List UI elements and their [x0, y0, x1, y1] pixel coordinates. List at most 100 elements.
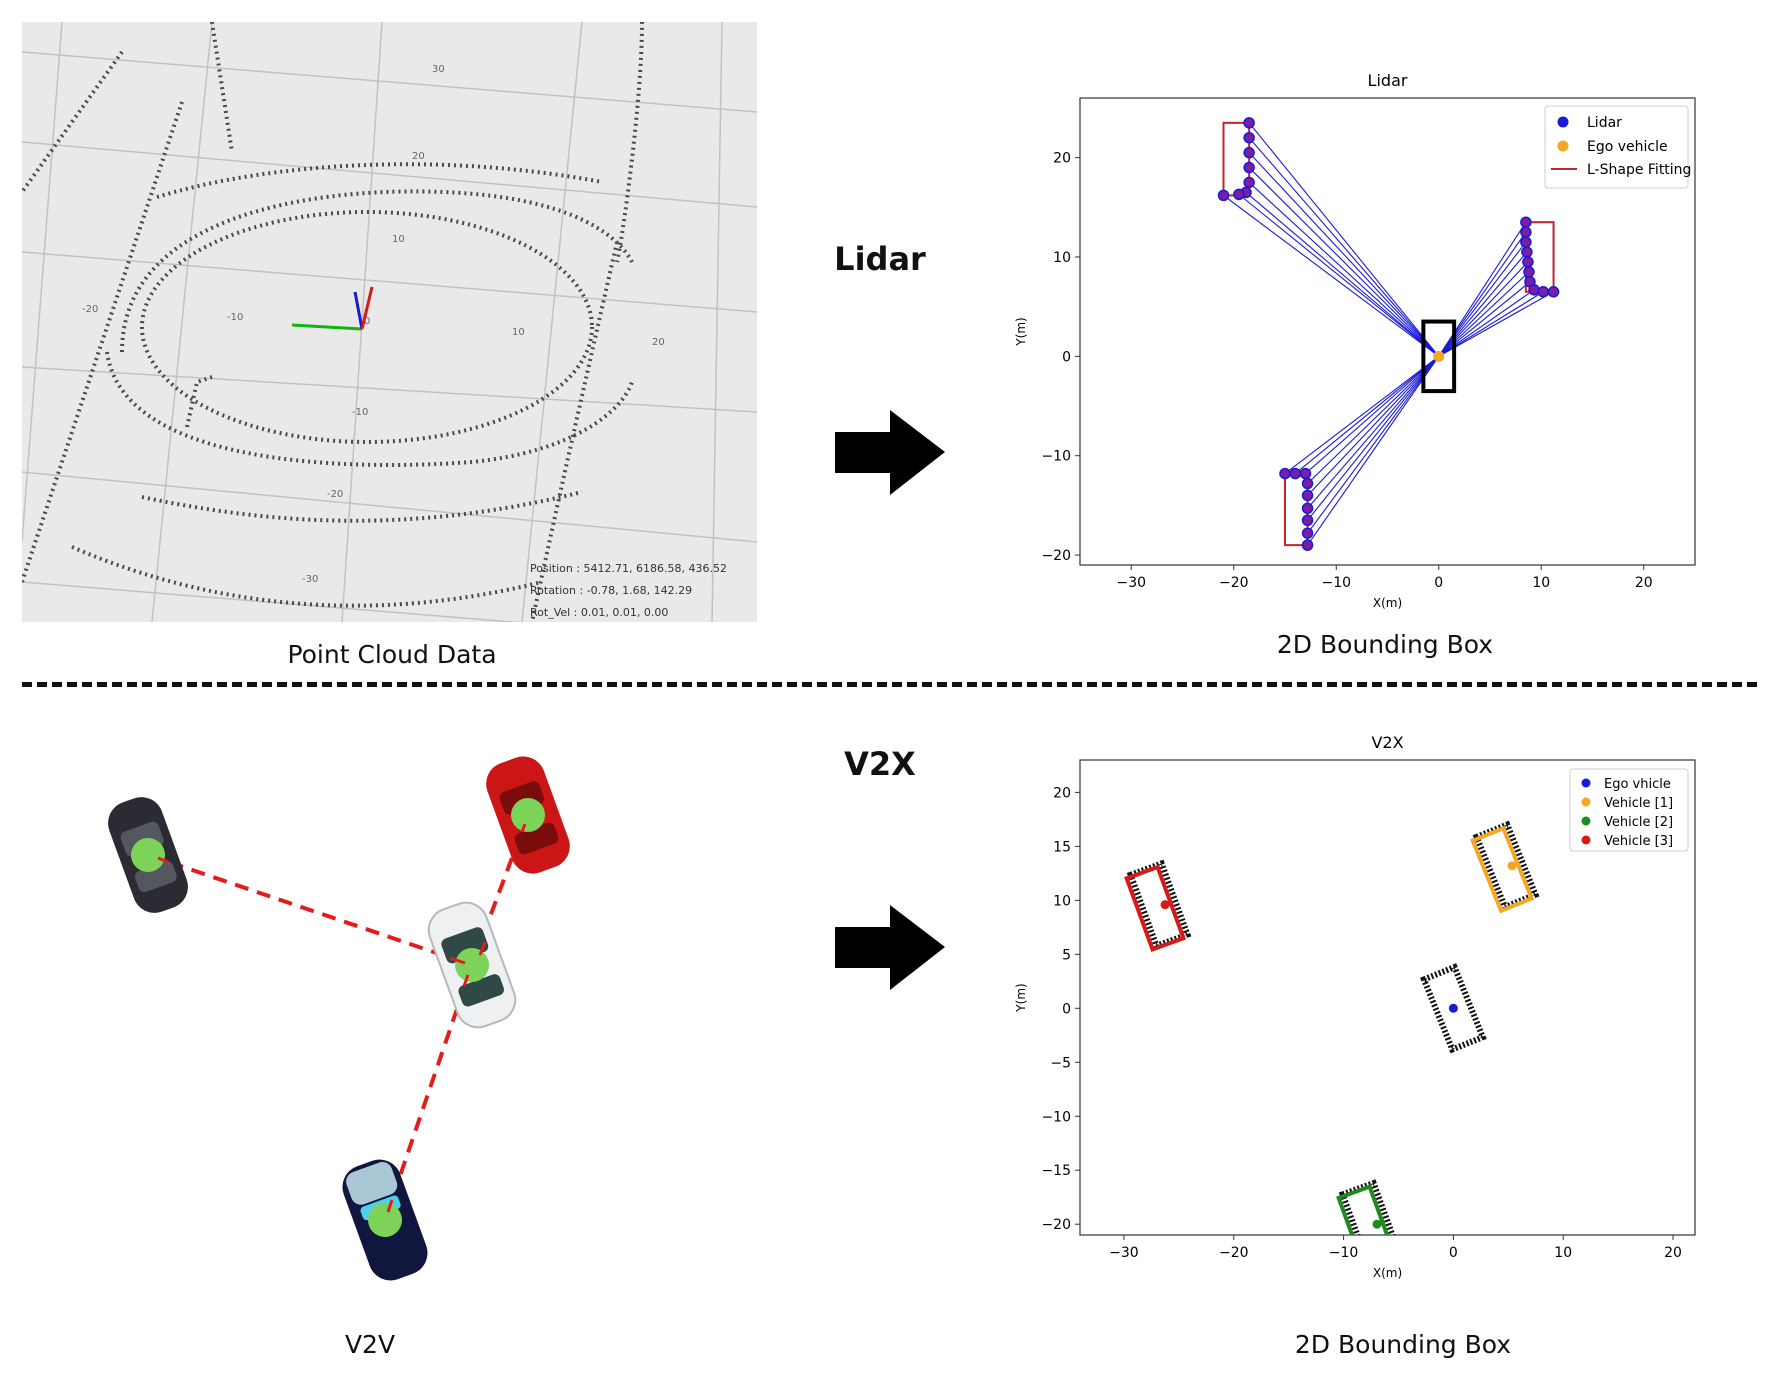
x-tick-label: −10 — [1329, 1245, 1359, 1261]
v2v-illustration — [40, 720, 740, 1310]
point-cloud-scan-rings — [20, 21, 644, 623]
lidar-ray — [1284, 355, 1440, 475]
lidar-point — [1299, 467, 1312, 480]
vehicle-box-1 — [1470, 820, 1540, 914]
lidar-point — [1301, 539, 1314, 551]
lidar-point — [1301, 502, 1314, 515]
x-axis-label: X(m) — [1373, 596, 1402, 610]
vehicle-box-2 — [1336, 1179, 1404, 1235]
legend-marker-ego — [1557, 140, 1569, 152]
lidar-ray — [1305, 355, 1440, 475]
legend-marker-3 — [1581, 835, 1591, 845]
y-tick-label: −10 — [1041, 449, 1071, 465]
x-tick-label: 10 — [1532, 575, 1550, 591]
legend-label-fit: L-Shape Fitting — [1587, 162, 1691, 178]
chart-title: V2X — [1371, 735, 1403, 752]
lidar-point — [1528, 284, 1540, 296]
y-tick-label: 10 — [1053, 893, 1071, 909]
lidar-point — [1301, 477, 1314, 490]
point-cloud-grid — [21, 21, 758, 643]
black-car-icon — [108, 797, 188, 913]
v2x-bbox-caption: 2D Bounding Box — [1294, 1330, 1512, 1359]
x-tick-label: 20 — [1635, 575, 1653, 591]
lidar-point — [1243, 176, 1255, 189]
lidar-point — [1289, 467, 1301, 480]
lidar-ray — [1238, 193, 1440, 357]
lidar-point — [1243, 146, 1255, 159]
legend-marker-2 — [1581, 816, 1591, 826]
y-tick-label: −5 — [1050, 1055, 1071, 1071]
vehicle-box-outline — [1420, 963, 1487, 1054]
lidar-point — [1233, 188, 1245, 201]
lidar-ray — [1307, 356, 1440, 534]
y-tick-label: 20 — [1053, 785, 1071, 801]
lidar-bbox-caption: 2D Bounding Box — [1276, 630, 1494, 659]
lidar-ray — [1307, 355, 1440, 509]
lidar-point — [1547, 286, 1560, 298]
svg-text:20: 20 — [652, 337, 665, 348]
lidar-ray — [1307, 355, 1440, 496]
y-tick-label: 5 — [1062, 947, 1071, 963]
legend-frame — [1544, 105, 1689, 189]
v2v-caption: V2V — [344, 1330, 396, 1359]
lidar-ray — [1248, 182, 1440, 357]
position-readout: Position : 5412.71, 6186.58, 436.52 — [530, 562, 727, 575]
point-cloud-caption: Point Cloud Data — [287, 640, 497, 669]
lidar-point — [1301, 489, 1314, 502]
vehicle-box-colored-outline — [1470, 825, 1535, 914]
lidar-point — [1522, 256, 1534, 268]
ego-vehicle-point — [1433, 350, 1445, 362]
point-cloud-view: 30 20 10 -20 -10 0 10 20 -10 -20 -30 Pos… — [20, 21, 758, 643]
vehicle-box-3 — [1124, 859, 1192, 952]
legend-marker-lidar — [1557, 116, 1569, 128]
y-tick-label: 0 — [1062, 1001, 1071, 1017]
svg-text:-20: -20 — [82, 304, 98, 315]
lidar-arrow-icon — [835, 410, 945, 495]
vehicle-box-colored-outline — [1336, 1184, 1398, 1235]
lidar-ray — [1248, 122, 1440, 357]
x-tick-label: 0 — [1434, 575, 1443, 591]
red-car-icon — [486, 756, 570, 874]
legend-label-0: Ego vhicle — [1604, 777, 1671, 792]
lidar-ray — [1307, 355, 1440, 484]
vehicle-center-point — [1160, 900, 1170, 910]
rotation-readout: Rotation : -0.78, 1.68, 142.29 — [530, 584, 692, 597]
y-tick-label: 10 — [1053, 250, 1071, 266]
ego-vehicle-box — [1421, 319, 1457, 394]
lidar-point — [1217, 189, 1230, 202]
lidar-ray — [1438, 291, 1544, 357]
x-tick-label: 10 — [1554, 1245, 1572, 1261]
y-tick-label: −10 — [1041, 1109, 1071, 1125]
lidar-section-label: Lidar — [834, 240, 926, 278]
legend-marker-1 — [1581, 797, 1591, 807]
vehicle-box-colored-outline — [1124, 864, 1187, 952]
svg-text:-10: -10 — [352, 407, 368, 418]
legend-label-3: Vehicle [3] — [1604, 834, 1673, 849]
point-cloud-axes-gizmo — [291, 286, 374, 331]
svg-text:-30: -30 — [302, 574, 318, 585]
vehicle-box-outline — [1338, 1179, 1404, 1235]
point-cloud-status-readout: Position : 5412.71, 6186.58, 436.52 Rota… — [530, 562, 727, 619]
white-car-icon — [427, 901, 517, 1029]
point-cloud-grid-labels: 30 20 10 -20 -10 0 10 20 -10 -20 -30 — [82, 64, 665, 585]
x-tick-label: −20 — [1219, 575, 1249, 591]
chart-title: Lidar — [1368, 71, 1408, 90]
lidar-point — [1520, 236, 1532, 248]
legend-marker-0 — [1581, 778, 1591, 788]
lidar-point — [1301, 527, 1314, 539]
lidar-point — [1520, 226, 1532, 238]
v2v-link-black-car — [147, 853, 473, 967]
vehicle-center-point — [1507, 861, 1517, 871]
v2x-section-label: V2X — [844, 745, 916, 783]
legend-frame — [1569, 768, 1689, 852]
vehicle-center-point — [1448, 1003, 1458, 1013]
svg-text:-20: -20 — [327, 489, 343, 500]
vehicle-center-point — [1372, 1219, 1382, 1229]
svg-text:0: 0 — [364, 316, 370, 327]
vehicle-box-0 — [1420, 963, 1487, 1054]
svg-text:10: 10 — [512, 327, 525, 338]
lidar-point — [1537, 286, 1550, 298]
y-tick-label: −15 — [1041, 1163, 1071, 1179]
